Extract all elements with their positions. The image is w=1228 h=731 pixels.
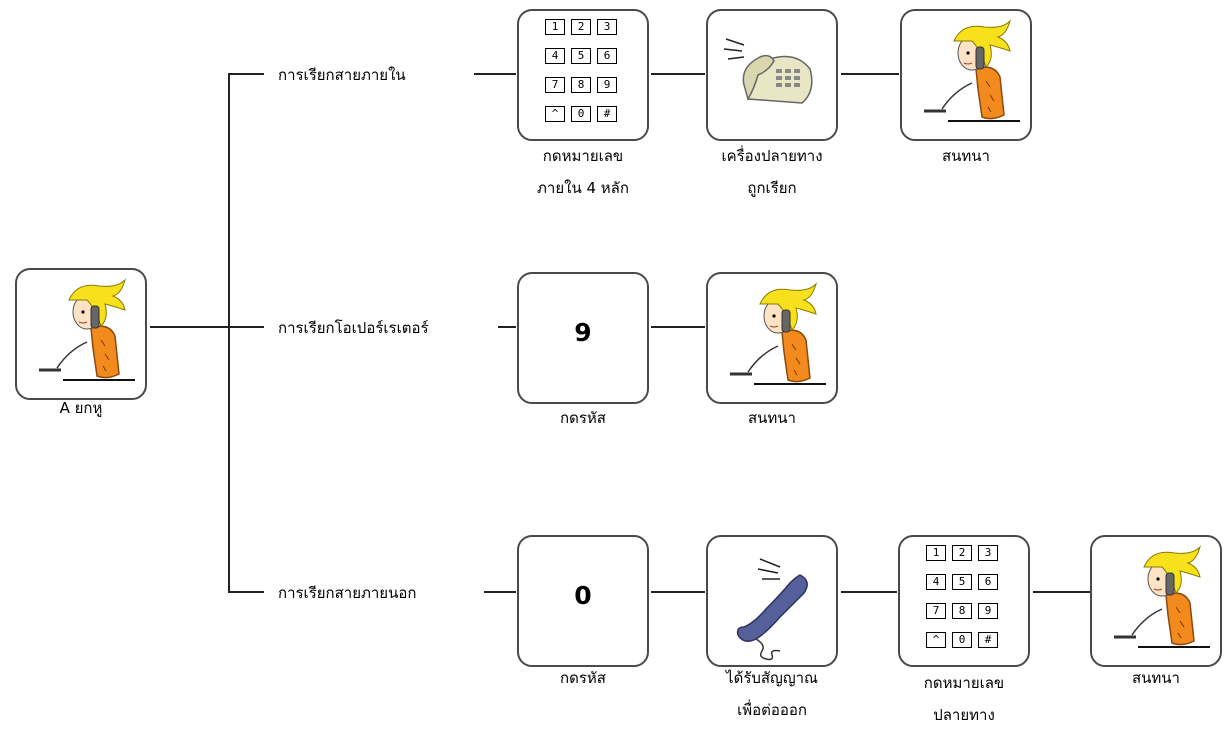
connector-3-2 (841, 591, 897, 593)
person-on-phone-icon (1114, 545, 1210, 648)
person-on-phone-icon (924, 19, 1020, 122)
keypad-key: 1 (926, 545, 946, 561)
keypad-key: 5 (952, 574, 972, 590)
connector-3-3 (1033, 591, 1090, 593)
start-person-box (15, 268, 147, 400)
keypad-key: 9 (978, 603, 998, 619)
handset-icon (736, 558, 808, 661)
keypad-key: 8 (952, 603, 972, 619)
keypad-key: 7 (545, 77, 565, 93)
caption-line: เครื่องปลายทาง (721, 147, 823, 165)
keypad-key: 8 (571, 77, 591, 93)
caption-line: กดรหัส (560, 669, 606, 687)
keypad-key: 0 (952, 632, 972, 648)
handset-box (706, 535, 838, 667)
connector-label-3 (484, 591, 516, 593)
keypad-key: 6 (978, 574, 998, 590)
digit-box-operator: 9 (517, 272, 649, 404)
keypad-key: 3 (978, 545, 998, 561)
caption-line: สนทนา (1132, 669, 1180, 687)
connector-branch-2 (228, 326, 264, 328)
digit-external: 0 (574, 581, 592, 610)
person-box-external (1090, 535, 1222, 667)
branch-label-external: การเรียกสายภายนอก (278, 584, 417, 602)
connector-1-1 (651, 73, 705, 75)
caption-line: ปลายทาง (933, 706, 995, 724)
person-on-phone-icon (730, 282, 826, 385)
caption-line: ได้รับสัญญาณ (726, 669, 818, 687)
caption-dial-tone: ได้รับสัญญาณ เพื่อต่อออก (672, 662, 872, 726)
connector-label-1 (474, 73, 516, 75)
caption-line: ภายใน 4 หลัก (537, 179, 629, 197)
caption-talk-internal: สนทนา (866, 140, 1066, 172)
keypad-key: 5 (571, 48, 591, 64)
keypad-key: 2 (571, 19, 591, 35)
keypad-key: ^ (545, 106, 565, 122)
caption-desk-phone: เครื่องปลายทาง ถูกเรียก (672, 140, 872, 204)
keypad-key: 3 (597, 19, 617, 35)
connector-start-trunk (150, 326, 229, 328)
caption-line: เพื่อต่อออก (737, 701, 807, 719)
connector-trunk-vertical (228, 73, 230, 592)
keypad-key: 6 (597, 48, 617, 64)
person-box-internal (900, 9, 1032, 141)
caption-code-operator: กดรหัส (483, 402, 683, 434)
branch-label-internal: การเรียกสายภายใน (278, 66, 406, 84)
desk-phone-icon (723, 38, 813, 104)
keypad-key: 0 (571, 106, 591, 122)
keypad-key: 7 (926, 603, 946, 619)
caption-line: กดรหัส (560, 409, 606, 427)
connector-2-1 (651, 326, 705, 328)
keypad-key: 2 (952, 545, 972, 561)
connector-branch-1 (228, 73, 264, 75)
keypad-key: 4 (926, 574, 946, 590)
caption-line: สนทนา (942, 147, 990, 165)
caption-keypad-external: กดหมายเลข ปลายทาง (864, 667, 1064, 731)
connector-branch-3 (228, 591, 264, 593)
person-box-operator (706, 272, 838, 404)
caption-talk-operator: สนทนา (672, 402, 872, 434)
keypad-key: 9 (597, 77, 617, 93)
person-on-phone-icon (39, 278, 135, 381)
start-caption: A ยกหู (0, 392, 181, 424)
caption-code-external: กดรหัส (483, 662, 683, 694)
caption-talk-external: สนทนา (1056, 662, 1228, 694)
caption-line: ถูกเรียก (747, 179, 797, 197)
caption-line: กดหมายเลข (542, 147, 624, 165)
digit-operator: 9 (574, 318, 592, 347)
connector-3-1 (651, 591, 705, 593)
digit-box-external: 0 (517, 535, 649, 667)
keypad-key: # (978, 632, 998, 648)
caption-line: สนทนา (748, 409, 796, 427)
keypad-key: # (597, 106, 617, 122)
keypad-key: 1 (545, 19, 565, 35)
start-caption-line: A ยกหู (59, 399, 103, 417)
caption-keypad-internal: กดหมายเลข ภายใน 4 หลัก (483, 140, 683, 204)
keypad-key: ^ (926, 632, 946, 648)
connector-1-2 (841, 73, 899, 75)
connector-label-2 (498, 326, 516, 328)
branch-label-operator: การเรียกโอเปอร์เรเตอร์ (278, 319, 429, 337)
caption-line: กดหมายเลข (923, 674, 1005, 692)
keypad-key: 4 (545, 48, 565, 64)
desk-phone-box (706, 9, 838, 141)
